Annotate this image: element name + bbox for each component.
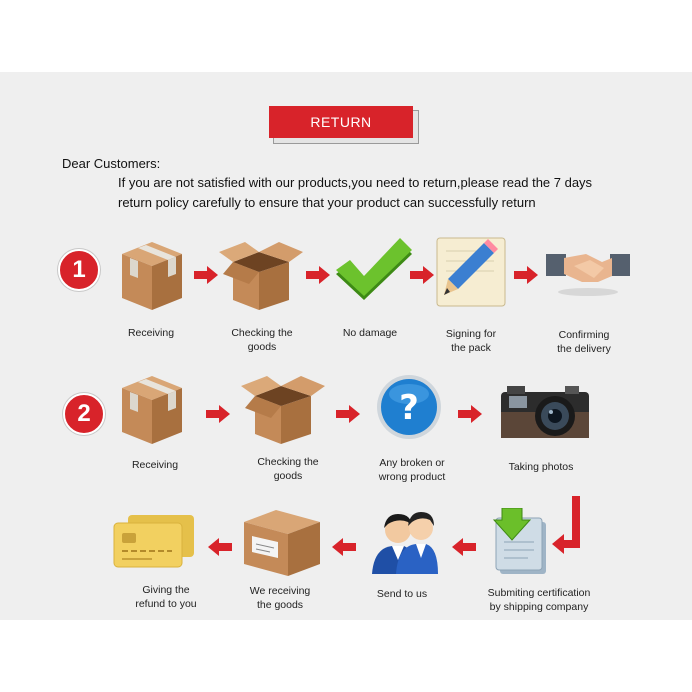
arrow-right-icon [410,266,434,284]
step1-label-3: No damage [342,327,398,339]
question-globe-icon: ? [377,375,441,439]
arrow-right-icon [458,405,482,423]
download-document-icon [492,508,546,574]
step2-label-6: Send to us [376,588,428,600]
open-box-icon [241,376,325,444]
green-check-icon [336,238,412,300]
pencil-paper-icon [436,237,506,307]
step1-label-1: Receiving [127,327,175,339]
arrow-left-icon [332,538,356,556]
shipping-box-icon [244,510,320,576]
taped-box-icon [122,376,182,444]
svg-text:?: ? [399,388,419,428]
title-banner: RETURN [269,106,419,144]
open-box-icon [219,242,303,310]
step-1-badge: 1 [58,249,100,291]
arrow-right-icon [514,266,538,284]
step-2-badge: 2 [63,393,105,435]
greeting: Dear Customers: [62,156,161,171]
step2-label-1: Receiving [131,459,179,471]
arrow-left-icon [208,538,232,556]
arrow-left-icon [452,538,476,556]
arrow-right-icon [206,405,230,423]
taped-box-icon [122,242,182,310]
arrow-right-icon [306,266,330,284]
arrow-right-icon [194,266,218,284]
camera-icon [501,386,589,438]
support-agents-icon [372,512,438,574]
handshake-icon [546,254,630,296]
bank-card-icon [113,515,194,568]
intro-line-1: If you are not satisfied with our produc… [118,175,593,190]
arrow-right-icon [336,405,360,423]
page-title: RETURN [269,106,413,138]
elbow-arrow-icon [552,496,580,554]
intro-line-2: return policy carefully to ensure that y… [118,195,536,210]
step2-label-4: Taking photos [508,461,574,473]
